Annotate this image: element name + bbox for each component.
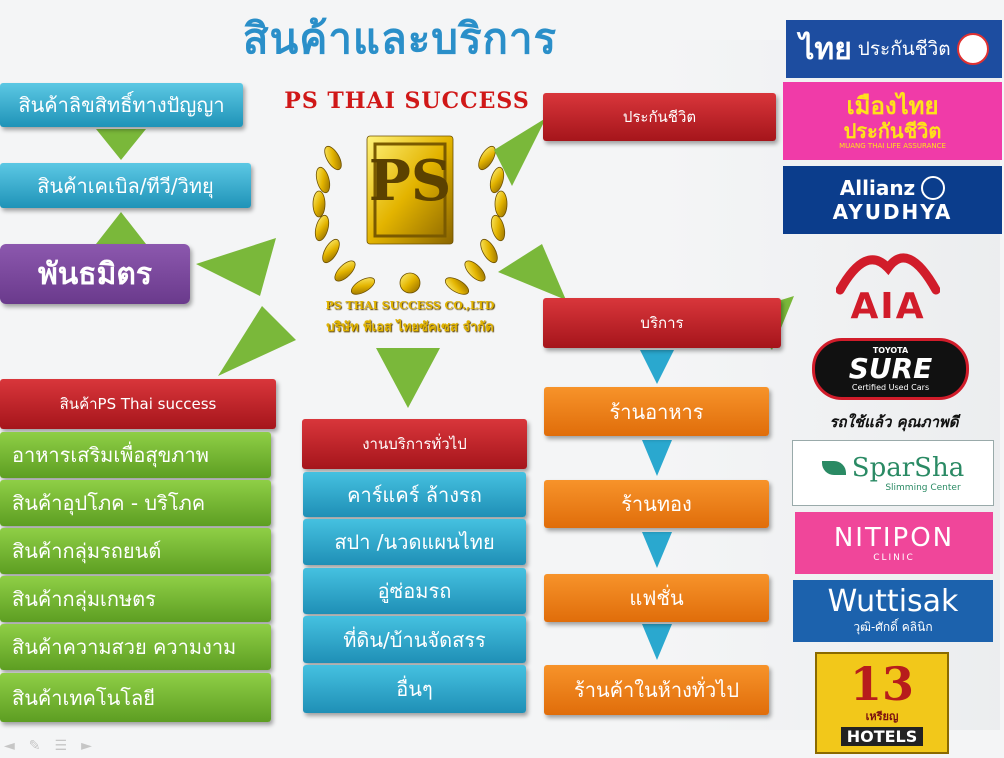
laurel-wreath-icon	[312, 135, 508, 295]
sparsha-leaf-icon	[821, 461, 846, 475]
general-service-item: คาร์แคร์ ล้างรถ	[303, 472, 526, 517]
insurance-header: ประกันชีวิต	[543, 93, 776, 141]
center-logo-company-th: บริษัท พีเอส ไทยซัคเซส จำกัด	[326, 320, 494, 335]
allianz-ayudhya-logo: Allianz AYUDHYA	[783, 166, 1002, 234]
product-item: สินค้าความสวย ความงาม	[0, 624, 271, 670]
wuttisak-logo: Wuttisak วุฒิ-ศักดิ์ คลินิก	[793, 580, 993, 642]
thai-life-text: ประกันชีวิต	[857, 38, 951, 60]
aia-logo: AIA	[836, 238, 940, 330]
toyota-text: TOYOTA	[872, 346, 909, 355]
cable-tv-radio-box: สินค้าเคเบิล/ทีวี/วิทยุ	[0, 163, 251, 208]
center-logo-company-en: PS THAI SUCCESS CO.,LTD	[325, 299, 495, 312]
next-icon[interactable]: ►	[81, 738, 106, 754]
prev-icon[interactable]: ◄	[4, 738, 29, 754]
nitipon-logo: NITIPON CLINIC	[795, 512, 993, 574]
service-item: แฟชั่น	[544, 574, 769, 622]
sparsha-text: SparSha	[851, 453, 965, 483]
hotel13-number: 13	[849, 656, 914, 711]
arrow-service-3	[642, 532, 672, 568]
toyota-sure-tagline: รถใช้แล้ว คุณภาพดี	[829, 413, 959, 431]
arrow-service-4	[642, 624, 672, 660]
brand-name: PS THAI SUCCESS	[284, 88, 530, 114]
arrow-ip-up	[96, 129, 146, 160]
product-item: สินค้ากลุ่มเกษตร	[0, 576, 271, 622]
service-item: ร้านทอง	[544, 480, 769, 528]
allianz-text: Allianz	[839, 176, 916, 200]
ayudhya-text: AYUDHYA	[832, 200, 953, 224]
product-item: สินค้ากลุ่มรถยนต์	[0, 528, 271, 574]
arrow-service-2	[642, 440, 672, 476]
sparsha-sub-text: Slimming Center	[885, 483, 961, 493]
services-header: บริการ	[543, 298, 781, 348]
hotel13-text: HOTELS	[840, 726, 924, 746]
slide-controls[interactable]: ◄✎☰►	[4, 738, 106, 754]
hotel13-logo: 13 เหรียญ HOTELS	[815, 652, 949, 754]
general-services-header: งานบริการทั่วไป	[302, 419, 527, 469]
products-header: สินค้าPS Thai success	[0, 379, 276, 429]
service-item: ร้านค้าในห้างทั่วไป	[544, 665, 769, 715]
allianz-eagle-icon	[921, 176, 946, 200]
product-item: สินค้าอุปโภค - บริโภค	[0, 480, 271, 526]
product-item: สินค้าเทคโนโลยี	[0, 673, 271, 722]
thai-life-emblem-icon	[956, 33, 989, 65]
hotel13-th-text: เหรียญ	[865, 709, 899, 723]
arrow-to-insurance	[494, 118, 546, 186]
menu-icon[interactable]: ☰	[54, 738, 82, 754]
nitipon-sub-text: CLINIC	[873, 553, 915, 563]
general-service-item: อื่นๆ	[303, 665, 526, 713]
thai-life-word: ไทย	[799, 31, 852, 67]
general-service-item: ที่ดิน/บ้านจัดสรร	[303, 616, 526, 663]
muang-thai-logo: เมืองไทย ประกันชีวิต MUANG THAI LIFE ASS…	[783, 82, 1002, 160]
general-service-item: สปา /นวดแผนไทย	[303, 519, 526, 565]
arrow-service-1	[640, 350, 674, 384]
wuttisak-text: Wuttisak	[827, 583, 959, 619]
general-service-item: อู่ซ่อมรถ	[303, 568, 526, 614]
aia-mountain-icon	[836, 253, 940, 295]
center-logo: PS PS THAI SUCCESS CO.,LTD บริษัท พีเอส …	[295, 118, 525, 343]
ip-products-box: สินค้าลิขสิทธิ์ทางปัญญา	[0, 83, 243, 127]
thai-life-logo: ไทย ประกันชีวิต	[786, 20, 1002, 78]
sparsha-logo: SparSha Slimming Center	[792, 440, 994, 506]
partners-box: พันธมิตร	[0, 244, 190, 304]
arrow-to-general	[376, 348, 440, 408]
aia-text: AIA	[850, 286, 926, 327]
pen-icon[interactable]: ✎	[28, 738, 55, 754]
toyota-sure-logo: TOYOTA SURE Certified Used Cars	[812, 338, 969, 400]
muang-thai-line1: เมืองไทย	[846, 92, 939, 120]
product-item: อาหารเสริมเพื่อสุขภาพ	[0, 432, 271, 478]
arrow-to-products	[218, 306, 296, 376]
nitipon-text: NITIPON	[833, 523, 955, 553]
arrow-to-partners	[196, 238, 276, 296]
wuttisak-sub-text: วุฒิ-ศักดิ์ คลินิก	[853, 619, 933, 634]
arrow-cable-up	[96, 212, 146, 244]
service-item: ร้านอาหาร	[544, 387, 769, 436]
center-logo-monogram: PS	[368, 148, 452, 214]
sure-sub-text: Certified Used Cars	[851, 383, 930, 392]
muang-thai-line3: MUANG THAI LIFE ASSURANCE	[839, 142, 946, 150]
arrow-to-services	[498, 244, 566, 300]
page-title: สินค้าและบริการ	[242, 14, 558, 63]
muang-thai-line2: ประกันชีวิต	[843, 119, 942, 143]
sure-text: SURE	[848, 352, 933, 385]
